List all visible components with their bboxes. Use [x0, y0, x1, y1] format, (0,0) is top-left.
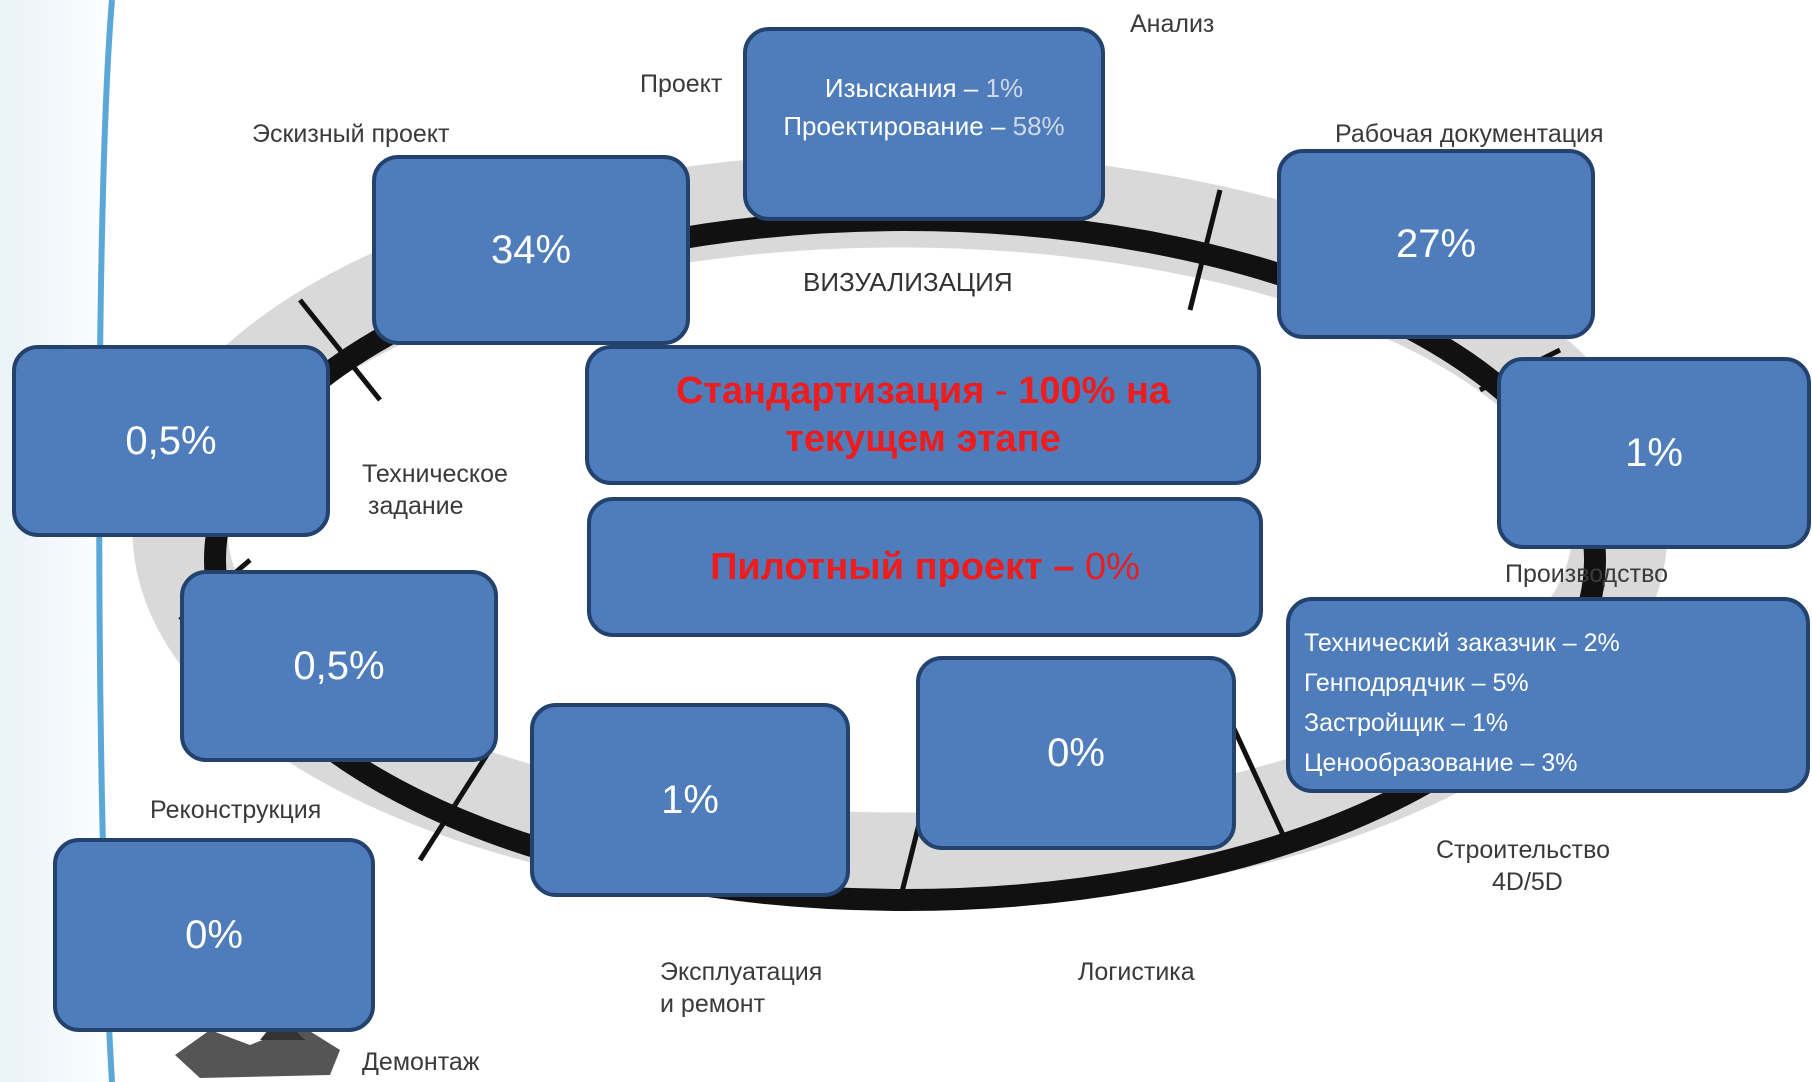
- customer-line-4: Ценообразование – 3%: [1304, 749, 1578, 777]
- working-docs-box: 27%: [1277, 149, 1595, 339]
- demolition-box: 0%: [53, 838, 375, 1032]
- stage-production: Производство: [1505, 560, 1669, 588]
- left-upper-box: 0,5%: [12, 345, 330, 537]
- sketch-project-box: 34%: [372, 155, 690, 345]
- stage-technical-task-line2: задание: [368, 492, 464, 520]
- design-survey-box: Изыскания – 1% Проектирование – 58%: [743, 27, 1105, 221]
- right-middle-box: 1%: [1497, 357, 1811, 549]
- stage-demolition: Демонтаж: [362, 1048, 480, 1076]
- stage-technical-task-line1: Техническое: [362, 460, 508, 488]
- visualization-label: ВИЗУАЛИЗАЦИЯ: [795, 266, 1021, 298]
- design-line: Проектирование – 58%: [783, 111, 1065, 141]
- stage-construction-line2: 4D/5D: [1492, 868, 1563, 896]
- stage-project: Проект: [640, 70, 723, 98]
- stage-construction-line1: Строительство: [1436, 836, 1610, 864]
- customers-box: Технический заказчик – 2% Генподрядчик –…: [1286, 597, 1810, 793]
- logistics-box: 0%: [916, 656, 1236, 850]
- left-middle-box: 0,5%: [180, 570, 498, 762]
- operation-box: 1%: [530, 703, 850, 897]
- customer-line-2: Генподрядчик – 5%: [1304, 669, 1529, 697]
- pilot-project-box: Пилотный проект – 0%: [587, 497, 1263, 637]
- stage-reconstruction: Реконструкция: [150, 796, 322, 824]
- stage-sketch-project: Эскизный проект: [252, 120, 450, 148]
- stage-working-docs: Рабочая документация: [1335, 120, 1604, 148]
- stage-operation-line2: и ремонт: [660, 990, 766, 1018]
- stage-logistics: Логистика: [1078, 958, 1195, 986]
- stage-operation-line1: Эксплуатация: [660, 958, 823, 986]
- survey-line: Изыскания – 1%: [824, 73, 1024, 103]
- standardization-box: Стандартизация - 100% на текущем этапе: [585, 345, 1261, 485]
- stage-analysis: Анализ: [1130, 10, 1215, 38]
- customer-line-1: Технический заказчик – 2%: [1304, 629, 1620, 657]
- customer-line-3: Застройщик – 1%: [1304, 709, 1509, 737]
